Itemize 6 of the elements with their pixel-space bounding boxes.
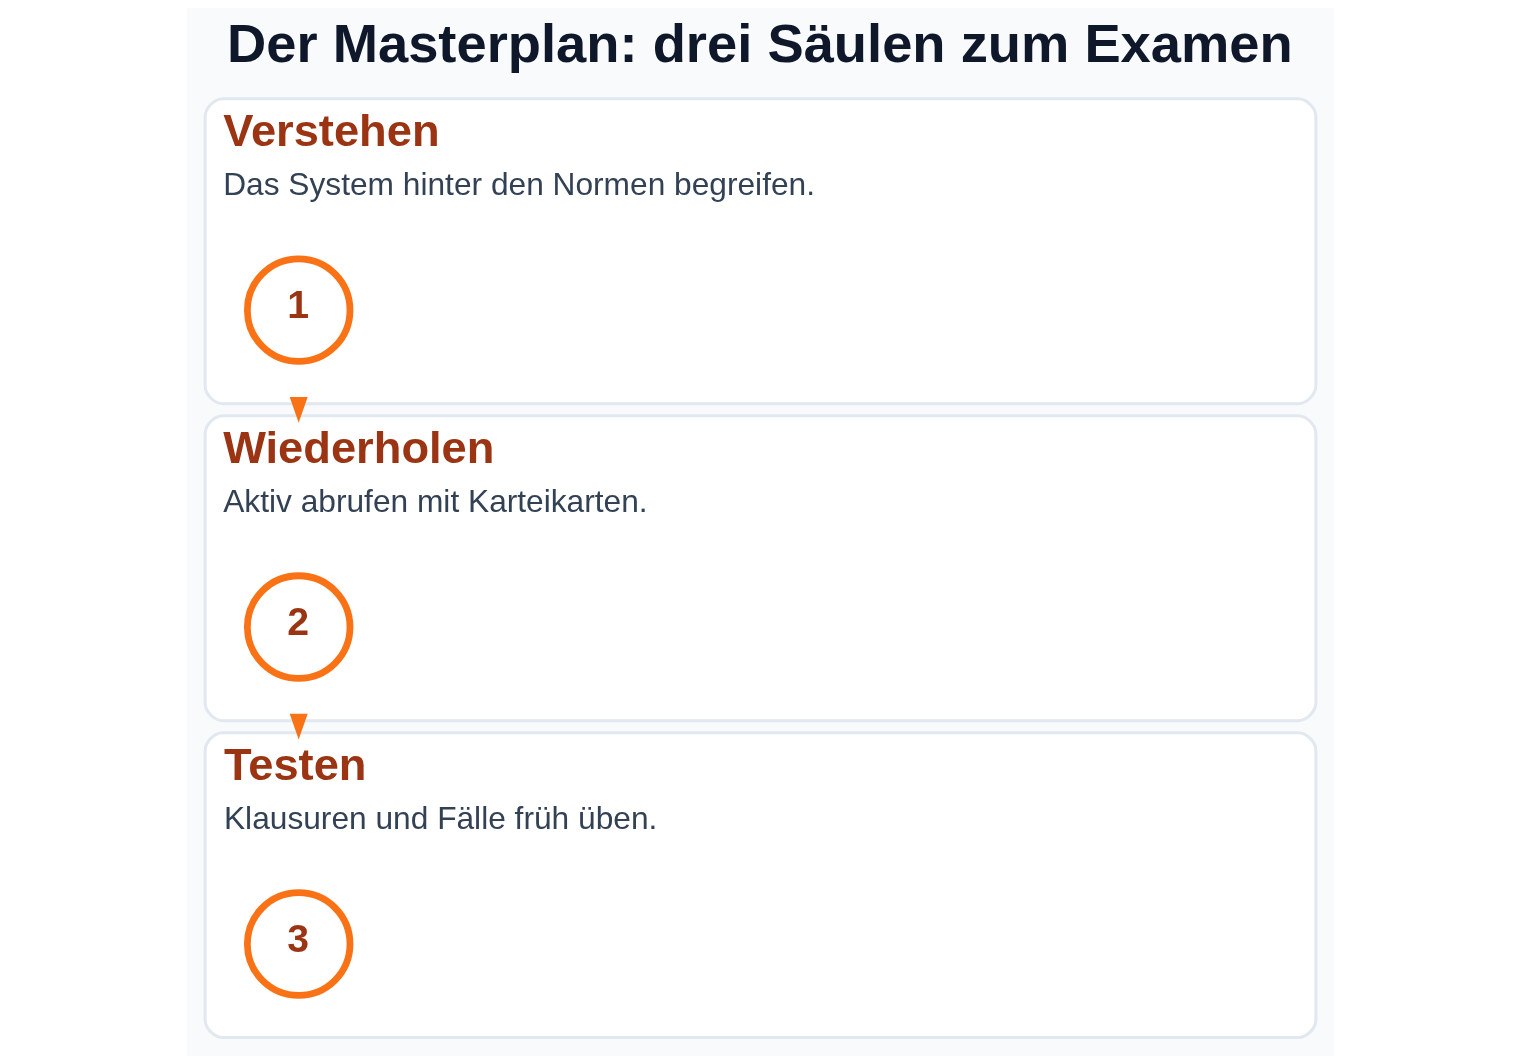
arrow — [289, 396, 308, 423]
diagram-title: Der Masterplan: drei Säulen zum Examen — [226, 13, 1293, 75]
arrow — [289, 713, 308, 740]
node-circle: 1 — [243, 255, 353, 365]
node-circle: 2 — [243, 572, 353, 682]
node-circle: 3 — [243, 889, 353, 999]
